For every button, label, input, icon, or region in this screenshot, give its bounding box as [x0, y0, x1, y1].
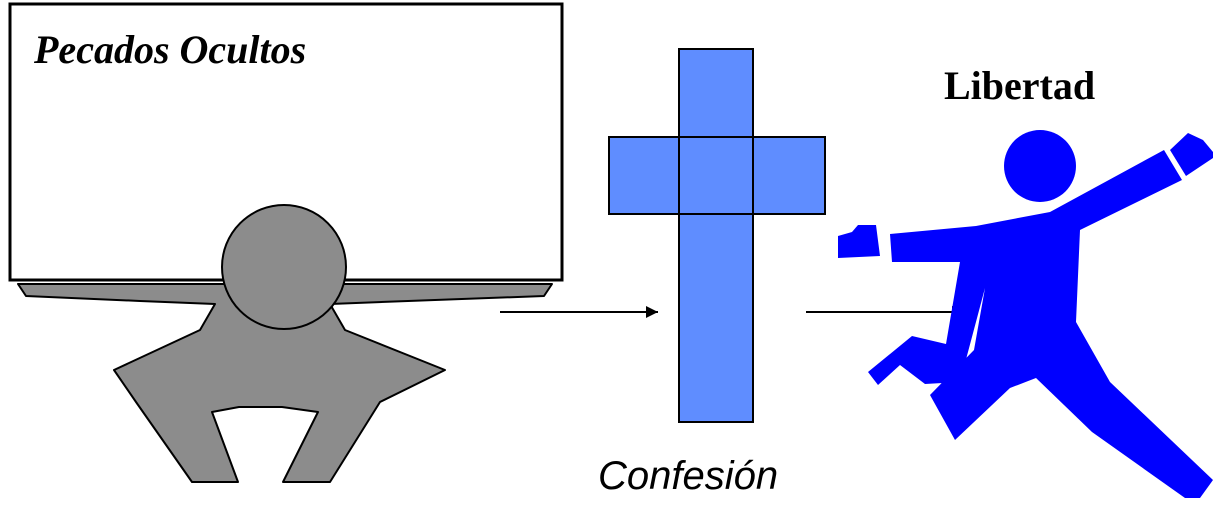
cross-icon	[608, 48, 826, 423]
person-carrying-box-icon	[17, 204, 553, 483]
running-person-icon	[838, 130, 1213, 498]
burden-label: Pecados Ocultos	[34, 27, 307, 72]
free-person-head	[1004, 130, 1076, 202]
burdened-person-head	[221, 204, 347, 330]
confession-label: Confesión	[598, 454, 779, 498]
freedom-label: Libertad	[944, 63, 1096, 108]
cross-horizontal-beam	[608, 136, 826, 215]
free-person-hand-left	[838, 225, 880, 258]
free-person-body	[868, 150, 1213, 498]
burdened-person-body	[17, 283, 553, 483]
free-person-hand-right	[1170, 133, 1213, 176]
cross-vertical-beam	[678, 48, 754, 423]
